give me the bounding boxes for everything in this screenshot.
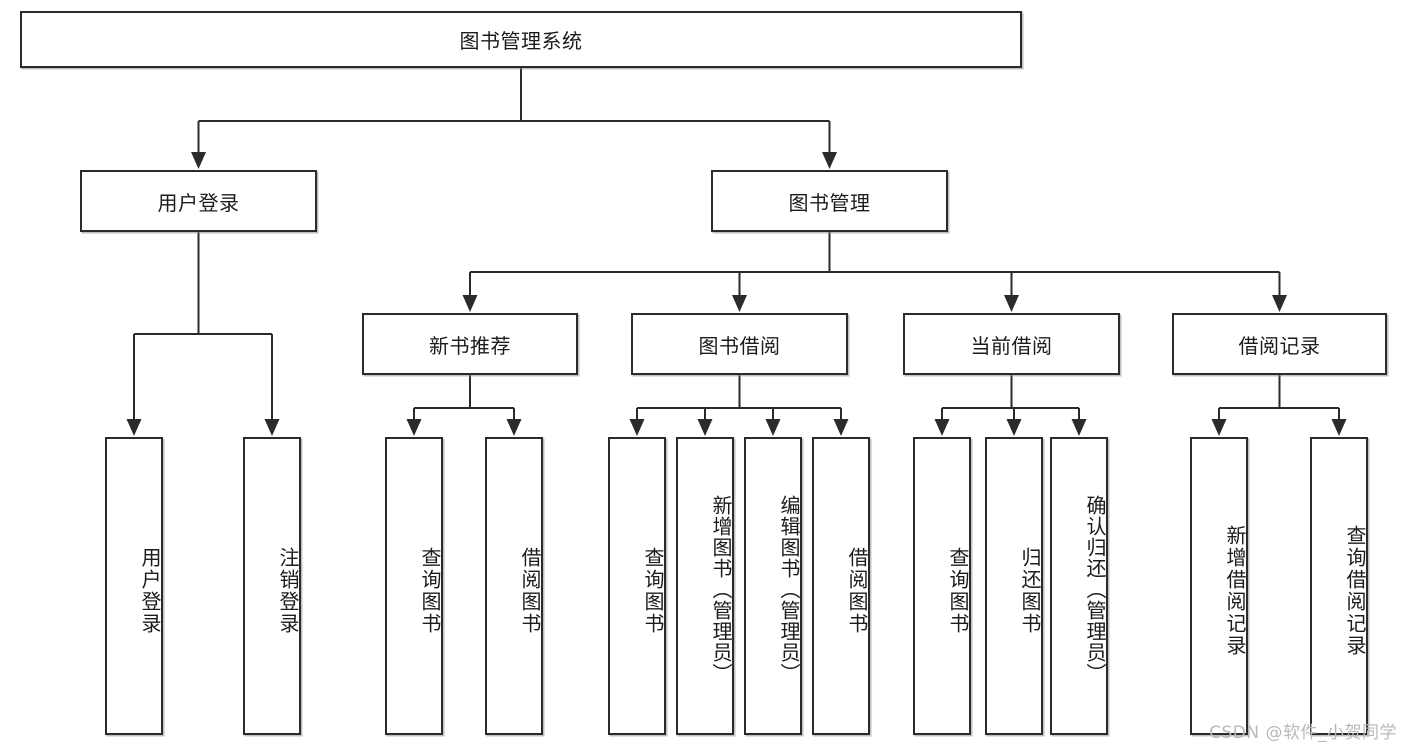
node-leaf-borrow-book-2[interactable]: 借阅图书: [812, 437, 870, 735]
node-label-leaf-edit-book: 编辑图书（管理员）: [777, 494, 801, 684]
node-label-leaf-add-book: 新增图书（管理员）: [709, 494, 733, 684]
connector-arrowhead: [1071, 419, 1087, 436]
connector-arrowhead: [934, 419, 950, 436]
connector-arrowhead: [1272, 295, 1287, 312]
node-label-leaf-query-book-3: 查询图书: [946, 547, 970, 635]
node-leaf-edit-book[interactable]: 编辑图书（管理员）: [744, 437, 802, 735]
node-leaf-return-book[interactable]: 归还图书: [985, 437, 1043, 735]
node-label-leaf-borrow-book-1: 借阅图书: [518, 547, 542, 635]
node-label-book-manage: 图书管理: [788, 190, 871, 215]
node-label-leaf-add-record: 新增借阅记录: [1223, 525, 1247, 657]
node-user-login[interactable]: 用户登录: [80, 170, 317, 232]
node-label-root: 图书管理系统: [459, 29, 583, 53]
node-label-current-borrow: 当前借阅: [970, 333, 1053, 358]
node-leaf-add-record[interactable]: 新增借阅记录: [1190, 437, 1248, 735]
node-root[interactable]: 图书管理系统: [20, 11, 1022, 68]
node-label-user-login: 用户登录: [157, 190, 240, 215]
node-label-leaf-user-login: 用户登录: [138, 547, 162, 635]
connector-arrowhead: [833, 419, 849, 436]
node-label-leaf-borrow-book-2: 借阅图书: [845, 547, 869, 635]
node-label-leaf-confirm-return: 确认归还（管理员）: [1083, 494, 1107, 684]
connector-arrowhead: [732, 295, 747, 312]
connector-arrowhead: [264, 419, 280, 436]
connector-arrowhead: [1211, 419, 1227, 436]
node-label-borrow-record: 借阅记录: [1238, 333, 1321, 358]
node-leaf-confirm-return[interactable]: 确认归还（管理员）: [1050, 437, 1108, 735]
node-leaf-query-record[interactable]: 查询借阅记录: [1310, 437, 1368, 735]
node-borrow-record[interactable]: 借阅记录: [1172, 313, 1387, 375]
node-leaf-user-login[interactable]: 用户登录: [105, 437, 163, 735]
node-leaf-query-book-2[interactable]: 查询图书: [608, 437, 666, 735]
node-label-leaf-query-book-2: 查询图书: [641, 547, 665, 635]
node-book-borrow[interactable]: 图书借阅: [631, 313, 848, 375]
connector-arrowhead: [462, 295, 478, 312]
connector-arrowhead: [191, 152, 206, 169]
node-label-leaf-query-record: 查询借阅记录: [1343, 525, 1367, 657]
node-new-book-recommend[interactable]: 新书推荐: [362, 313, 578, 375]
node-current-borrow[interactable]: 当前借阅: [903, 313, 1120, 375]
node-label-leaf-return-book: 归还图书: [1018, 547, 1042, 635]
connector-arrowhead: [697, 419, 713, 436]
node-leaf-query-book-3[interactable]: 查询图书: [913, 437, 971, 735]
connector-arrowhead: [406, 419, 422, 436]
node-label-leaf-logout: 注销登录: [276, 547, 300, 635]
connector-arrowhead: [1004, 295, 1019, 312]
connector-arrowhead: [765, 419, 781, 436]
node-leaf-add-book[interactable]: 新增图书（管理员）: [676, 437, 734, 735]
node-book-manage[interactable]: 图书管理: [711, 170, 948, 232]
connector-arrowhead: [1331, 419, 1347, 436]
node-leaf-borrow-book-1[interactable]: 借阅图书: [485, 437, 543, 735]
node-label-book-borrow: 图书借阅: [698, 333, 781, 358]
connector-arrowhead: [126, 419, 142, 436]
node-label-leaf-query-book-1: 查询图书: [418, 547, 442, 635]
node-leaf-logout[interactable]: 注销登录: [243, 437, 301, 735]
node-label-new-book-recommend: 新书推荐: [429, 333, 511, 358]
connector-arrowhead: [506, 419, 522, 436]
connector-arrowhead: [1006, 419, 1022, 436]
node-leaf-query-book-1[interactable]: 查询图书: [385, 437, 443, 735]
connector-arrowhead: [629, 419, 645, 436]
connector-arrowhead: [822, 152, 837, 169]
watermark: CSDN @软件_小贺同学: [1209, 723, 1397, 743]
